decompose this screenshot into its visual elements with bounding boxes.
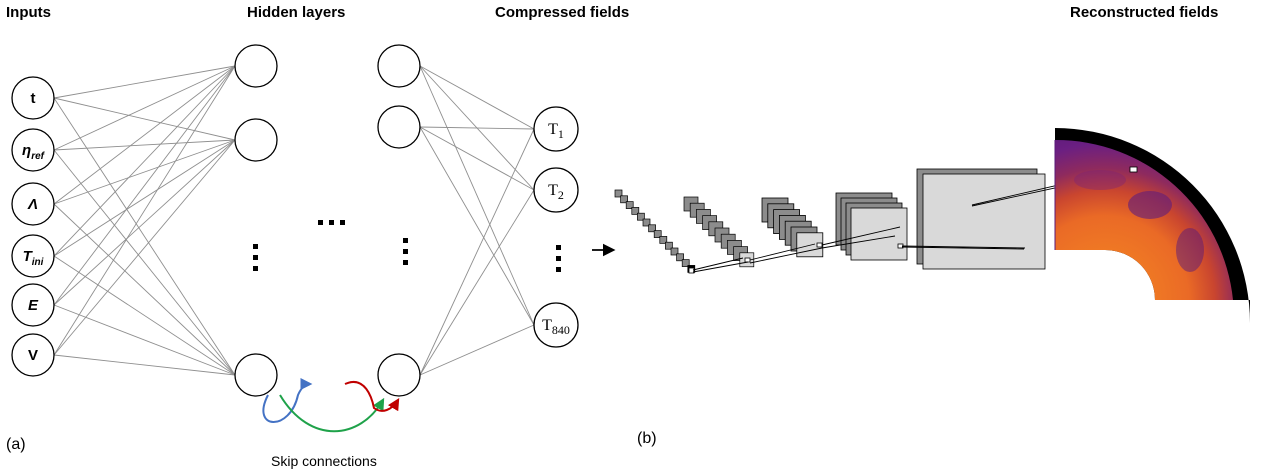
feature-map (676, 253, 684, 262)
feature-map (614, 189, 623, 198)
feature-map (659, 236, 668, 244)
output-label: T840 (542, 317, 570, 337)
input-node: Λ (11, 182, 55, 226)
input-label: E (28, 297, 39, 314)
hidden-layer-2 (377, 44, 421, 397)
vertical-ellipsis-1 (253, 244, 258, 271)
hidden-node (377, 105, 421, 149)
feature-map (850, 207, 908, 261)
input-node: V (11, 333, 55, 377)
feature-map (665, 241, 673, 250)
header-reconstructed-fields: Reconstructed fields (1070, 4, 1218, 21)
vertical-ellipsis-2 (403, 238, 408, 265)
feature-map (681, 259, 690, 267)
vertical-ellipsis-3 (556, 245, 561, 272)
reconstructed-field (1054, 128, 1250, 323)
output-node: T840 (533, 302, 579, 348)
header-hidden-layers: Hidden layers (247, 4, 345, 21)
feature-map (620, 195, 628, 204)
output-node: T2 (533, 167, 579, 213)
feature-map (670, 247, 679, 256)
input-node: Tini (11, 234, 55, 278)
hidden-node (377, 44, 421, 88)
skip-arrow-red (344, 381, 400, 412)
input-node: E (11, 283, 55, 327)
input-label: Tini (23, 248, 44, 268)
feature-map (625, 201, 634, 209)
hidden-layer-1 (234, 44, 278, 397)
input-label: V (28, 347, 38, 364)
output-node: T1 (533, 106, 579, 152)
feature-map (637, 212, 645, 221)
skip-connections (262, 378, 400, 433)
header-inputs: Inputs (6, 4, 51, 21)
input-label: ηref (22, 142, 46, 162)
input-node: ηref (11, 128, 55, 172)
hidden-node (234, 44, 278, 88)
skip-arrow-green (279, 394, 385, 433)
panel-label-b: (b) (637, 430, 657, 447)
feature-map (631, 207, 640, 215)
feature-map (642, 218, 651, 227)
cnn-decoder (614, 167, 1134, 274)
panel-label-a: (a) (6, 436, 26, 453)
hidden-node (377, 353, 421, 397)
horizontal-ellipsis (318, 220, 345, 225)
skip-connections-label: Skip connections (271, 453, 377, 469)
feature-map (653, 230, 662, 238)
output-label: T1 (548, 121, 564, 141)
input-label: t (31, 90, 36, 107)
skip-arrow-blue (262, 378, 313, 423)
network-connections (53, 65, 535, 376)
header-compressed-fields: Compressed fields (495, 4, 629, 21)
hidden-node (234, 118, 278, 162)
input-node: t (11, 76, 55, 120)
hidden-node (234, 353, 278, 397)
input-label: Λ (27, 196, 38, 213)
output-label: T2 (548, 182, 564, 202)
feature-map (922, 173, 1046, 270)
zoom-marker (1129, 166, 1138, 173)
feature-map (648, 224, 656, 233)
